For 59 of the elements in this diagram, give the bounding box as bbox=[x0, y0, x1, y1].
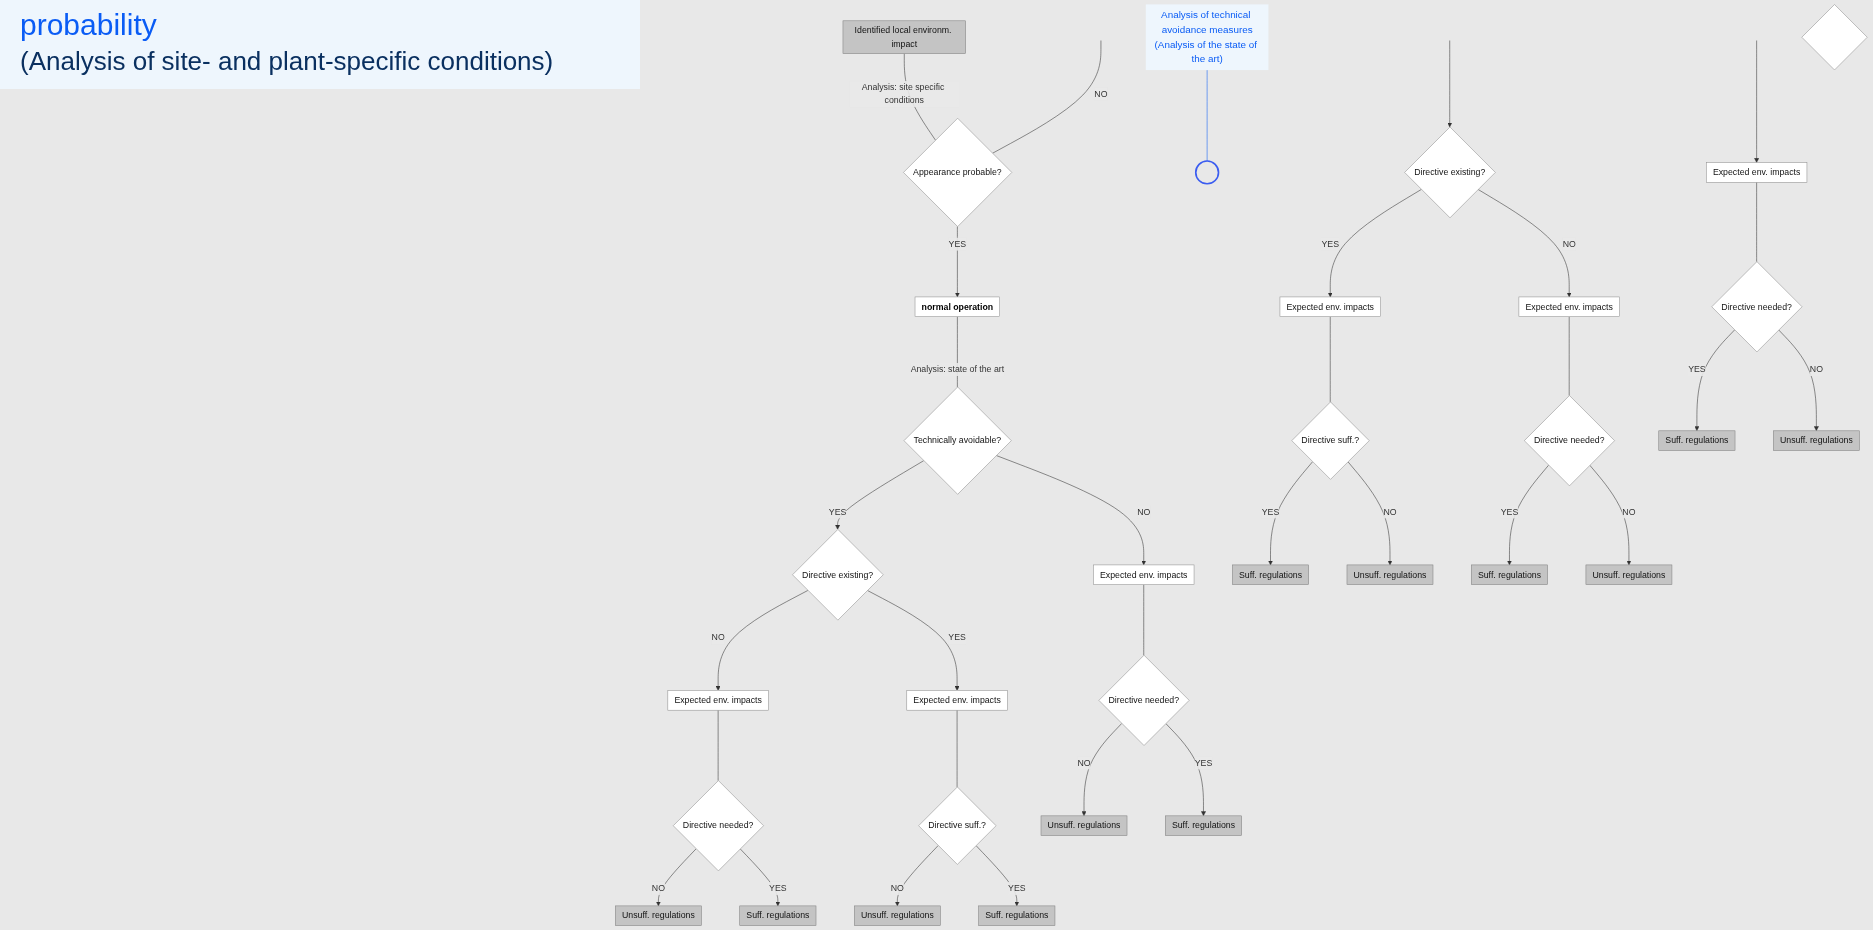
node-diamond bbox=[1801, 4, 1868, 71]
node-diamond: Directive needed? bbox=[1098, 654, 1190, 746]
edge-label: NO bbox=[711, 632, 725, 643]
node-box: Suff. regulations bbox=[1658, 430, 1736, 451]
edge-label: NO bbox=[1094, 89, 1108, 99]
edge-label: NO bbox=[1383, 506, 1397, 517]
edge-label: YES bbox=[948, 239, 967, 249]
edge-label: NO bbox=[1622, 506, 1636, 517]
node-box: Suff. regulations bbox=[1471, 564, 1549, 585]
node-box: Analysis of technical avoidance measures (Analysis of the state of the art) bbox=[1146, 4, 1269, 71]
node-diamond: Directive existing? bbox=[792, 529, 884, 621]
node-box: Suff. regulations bbox=[1232, 564, 1310, 585]
edge-label: Analysis: site specific conditions bbox=[861, 82, 945, 106]
node-box: Expected env. impacts bbox=[667, 690, 769, 711]
edge-label: YES bbox=[948, 632, 967, 643]
node-box: Suff. regulations bbox=[978, 905, 1056, 926]
node-diamond: Directive needed? bbox=[1711, 261, 1803, 353]
node-diamond: Directive needed? bbox=[673, 780, 764, 872]
node-box: Suff. regulations bbox=[739, 905, 817, 926]
edge-label: NO bbox=[1077, 758, 1091, 768]
edge-label: NO bbox=[1137, 506, 1151, 517]
node-diamond: Directive suff.? bbox=[918, 786, 997, 865]
node-box: Unsuff. regulations bbox=[1773, 430, 1860, 451]
edge-label: NO bbox=[652, 883, 666, 893]
node-diamond: Technically avoidable? bbox=[903, 386, 1012, 495]
node-diamond: Directive suff.? bbox=[1291, 401, 1370, 480]
node-diamond: Directive existing? bbox=[1404, 126, 1496, 219]
edge-label: NO bbox=[1562, 239, 1576, 249]
node-box: Unsuff. regulations bbox=[1040, 815, 1128, 836]
heading-text: probability bbox=[20, 8, 158, 42]
node-box: Expected env. impacts bbox=[1518, 296, 1620, 317]
edge-label: NO bbox=[890, 883, 905, 893]
node-diamond: Directive needed? bbox=[1524, 395, 1616, 487]
node-box: Expected env. impacts bbox=[906, 690, 1008, 711]
edge-label: YES bbox=[1688, 364, 1706, 374]
node-box: Identified local environm. impact bbox=[842, 20, 967, 54]
node-box: Unsuff. regulations bbox=[615, 905, 702, 926]
node-box: Unsuff. regulations bbox=[854, 905, 941, 926]
edge-label: YES bbox=[1194, 758, 1213, 768]
edge-label: YES bbox=[1261, 506, 1280, 517]
edge-label: YES bbox=[1008, 883, 1026, 893]
connector bbox=[1207, 69, 1208, 162]
edge-label: YES bbox=[1500, 506, 1519, 517]
edge-label: NO bbox=[1809, 364, 1824, 374]
node-box: normal operation bbox=[914, 296, 1001, 317]
node-box: Unsuff. regulations bbox=[1585, 564, 1673, 585]
edge-label: YES bbox=[829, 506, 847, 517]
node-circle bbox=[1195, 160, 1220, 185]
node-box: Expected env. impacts bbox=[1279, 296, 1381, 317]
node-box: Unsuff. regulations bbox=[1346, 564, 1434, 585]
edge-label: YES bbox=[1321, 239, 1340, 249]
node-box: Expected env. impacts bbox=[1093, 564, 1195, 585]
node-diamond: Appearance probable? bbox=[903, 117, 1013, 227]
edge-label: YES bbox=[769, 883, 787, 893]
note-text: (Analysis of site- and plant-specific conditions) bbox=[20, 46, 555, 77]
edge-label: Analysis: state of the art bbox=[910, 364, 1005, 374]
node-box: Suff. regulations bbox=[1165, 815, 1243, 836]
connector bbox=[992, 40, 1102, 154]
node-box: Expected env. impacts bbox=[1706, 162, 1808, 183]
